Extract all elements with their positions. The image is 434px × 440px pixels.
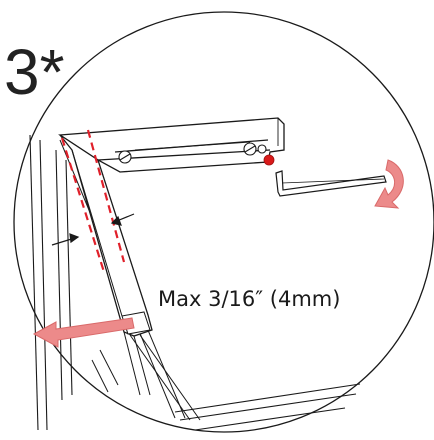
- screw-icon: [118, 150, 132, 164]
- magnifier-circle: [13, 11, 434, 433]
- bracket-vertical-arm: [59, 134, 153, 396]
- step-label: 3*: [4, 36, 65, 108]
- rotate-arrow-icon: [374, 159, 404, 209]
- marker-dot: [263, 154, 275, 166]
- bottom-rail: [174, 383, 361, 431]
- bracket-horizontal-arm: [58, 117, 285, 173]
- wall-jamb: [29, 134, 73, 431]
- screw-icon: [243, 142, 267, 156]
- push-arrow-icon: [32, 317, 135, 348]
- measurement-arrows: [51, 213, 135, 246]
- measurement-label: Max 3/16″ (4mm): [158, 287, 340, 311]
- hex-key-icon: [275, 170, 387, 197]
- alignment-guide: [60, 129, 126, 273]
